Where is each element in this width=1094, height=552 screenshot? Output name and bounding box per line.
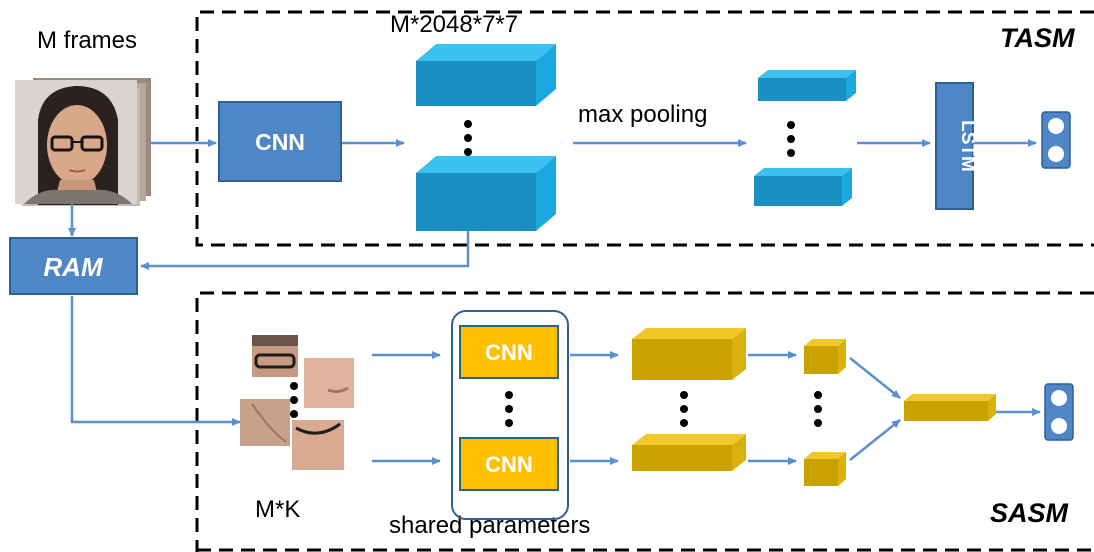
lstm-label: LSTM xyxy=(957,120,978,172)
pooled-feature-bottom xyxy=(754,168,852,206)
shared-parameters-label: shared parameters xyxy=(389,512,590,539)
pooled-ellipsis xyxy=(787,121,795,157)
part-pooled-top xyxy=(804,339,846,374)
mk-label: M*K xyxy=(255,496,300,523)
tensor-dims-label: M*2048*7*7 xyxy=(390,11,518,38)
arrow-small-bottom-to-fused xyxy=(849,419,901,461)
cnn-ellipsis xyxy=(505,391,513,427)
face-frames-stack-icon xyxy=(15,78,151,206)
lstm-box xyxy=(935,82,974,210)
part-feature-ellipsis xyxy=(680,391,688,427)
sasm-region xyxy=(195,291,1094,552)
max-pooling-label: max pooling xyxy=(578,101,707,128)
arrow-small-top-to-fused xyxy=(849,357,901,399)
tasm-label: TASM xyxy=(1000,23,1075,53)
tasm-output-icon xyxy=(1041,111,1071,169)
ram-box xyxy=(9,237,138,295)
m-frames-label: M frames xyxy=(37,27,137,54)
face-patch-crops-icon xyxy=(240,335,354,470)
shared-cnn-group xyxy=(451,310,569,520)
arrow-ram-to-patches xyxy=(70,296,241,426)
part-pooled-bottom xyxy=(804,452,846,486)
feature-tensor-bottom xyxy=(416,156,556,231)
cnn-top-box xyxy=(459,325,559,379)
pooled-feature-top xyxy=(758,70,856,101)
cnn-bottom-label: CNN xyxy=(485,452,533,477)
fused-feature xyxy=(904,394,996,421)
feature-tensor-top xyxy=(416,44,556,106)
sasm-output-icon xyxy=(1044,383,1074,441)
ram-label: RAM xyxy=(43,252,104,282)
tasm-region xyxy=(195,10,1094,247)
cnn-main-box xyxy=(218,101,342,182)
arrow-tensor-to-ram xyxy=(140,230,470,270)
tensor-ellipsis xyxy=(464,120,472,156)
cnn-top-label: CNN xyxy=(485,340,533,365)
part-feature-bottom xyxy=(632,434,746,471)
cnn-main-label: CNN xyxy=(255,129,305,155)
part-feature-top xyxy=(632,328,746,380)
part-pooled-ellipsis xyxy=(814,391,822,427)
cnn-bottom-box xyxy=(459,437,559,491)
sasm-label: SASM xyxy=(990,498,1069,528)
